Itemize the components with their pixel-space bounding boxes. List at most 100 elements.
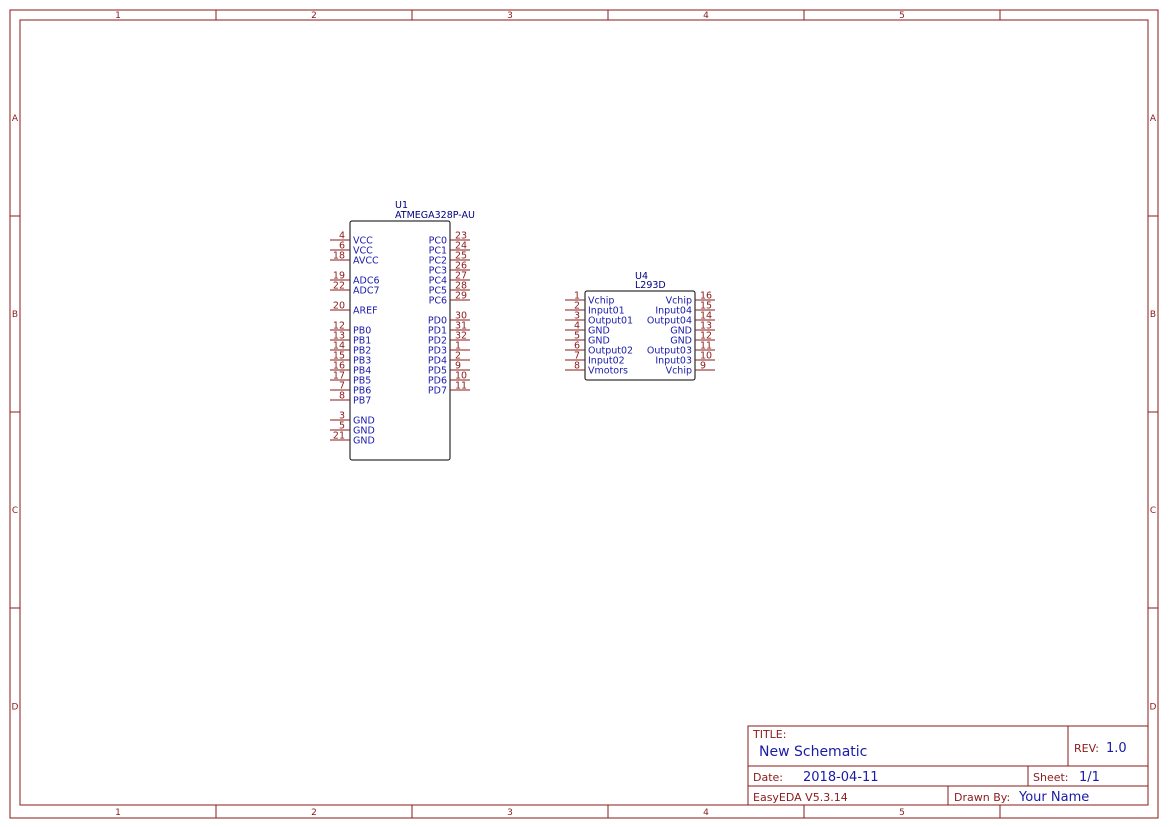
pin[interactable]: 12 PB0	[330, 321, 371, 337]
inner-border	[19, 19, 1149, 806]
pin-number: 31	[455, 321, 467, 332]
component-designator: U1	[395, 200, 408, 211]
pin-number: 2	[455, 351, 461, 362]
pin[interactable]: 2 PD4	[428, 351, 470, 367]
pin-name: PD4	[428, 356, 447, 367]
pin-name: AREF	[353, 306, 378, 317]
pin-number: 22	[333, 281, 345, 292]
row-label: D	[12, 703, 19, 713]
pin-number: 12	[333, 321, 345, 332]
pin[interactable]: 10 PD6	[428, 371, 470, 387]
component-part-name: L293D	[635, 280, 666, 291]
rev-value: 1.0	[1106, 741, 1127, 756]
column-label: 4	[703, 11, 709, 21]
column-label: 1	[115, 11, 121, 21]
pin-number: 16	[700, 291, 712, 302]
rev-label: REV:	[1074, 742, 1099, 755]
pin-number: 24	[455, 241, 467, 252]
pin-name: Vmotors	[588, 366, 628, 377]
pin-number: 32	[455, 331, 467, 342]
pin-number: 4	[574, 321, 580, 332]
column-label: 3	[507, 808, 513, 818]
pin-name: PC4	[429, 276, 447, 287]
outer-border	[9, 9, 1159, 819]
pin-number: 6	[339, 241, 345, 252]
pin-number: 20	[333, 301, 345, 312]
pin-number: 28	[455, 281, 467, 292]
software-version: EasyEDA V5.3.14	[753, 791, 848, 804]
pin-number: 30	[455, 311, 467, 322]
row-label: C	[1150, 506, 1156, 516]
pin-number: 9	[700, 361, 706, 372]
component-body	[584, 290, 696, 381]
pin-name: GND	[588, 336, 610, 347]
date-label: Date:	[753, 771, 783, 784]
pin-name: PD6	[428, 376, 447, 387]
pin-number: 13	[700, 321, 712, 332]
column-label: 2	[311, 808, 317, 818]
pin-name: PB0	[353, 326, 371, 337]
pin[interactable]: 20 AREF	[330, 301, 378, 317]
sheet-label: Sheet:	[1033, 771, 1069, 784]
pin-name: GND	[353, 436, 375, 447]
pin-number: 10	[455, 371, 467, 382]
pin-number: 14	[333, 341, 345, 352]
pin-number: 11	[700, 341, 712, 352]
pin-number: 7	[574, 351, 580, 362]
pin-name: PB4	[353, 366, 371, 377]
column-label: 3	[507, 11, 513, 21]
pin-number: 3	[339, 411, 345, 422]
pin-name: PD3	[428, 346, 447, 357]
pin-number: 10	[700, 351, 712, 362]
pin-number: 2	[574, 301, 580, 312]
pin-name: Input04	[655, 306, 692, 317]
